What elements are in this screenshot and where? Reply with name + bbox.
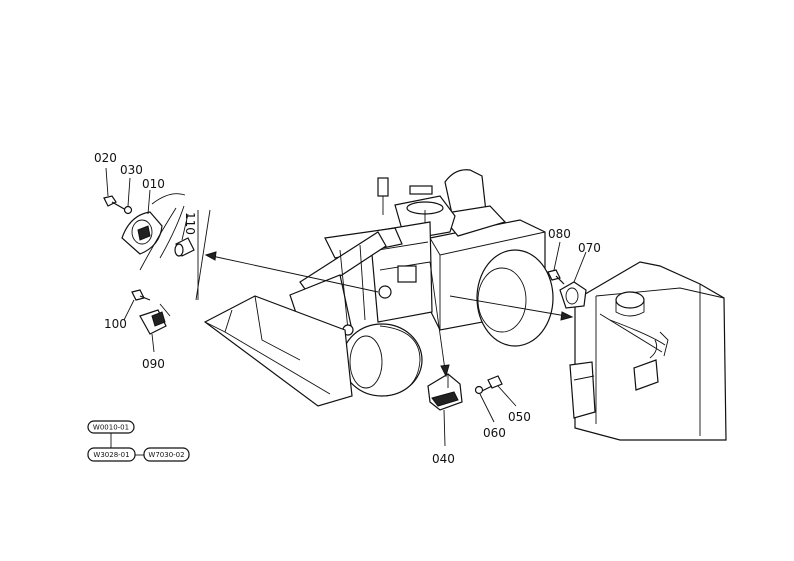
label-090: 090: [142, 357, 165, 371]
label-010: 010: [142, 177, 165, 191]
ref-w0010-01: W0010-01: [93, 424, 129, 432]
leader-lines: [105, 167, 587, 447]
label-070: 070: [578, 241, 601, 255]
sensor-assembly: [547, 269, 587, 309]
wheel-loader-illustration: [203, 169, 554, 407]
label-040: 040: [432, 452, 455, 466]
reference-boxes: W0010-01 W3028-01 W7030-02: [87, 420, 190, 462]
ref-w3028-01: W3028-01: [93, 451, 129, 459]
horn-assembly: [103, 193, 211, 301]
label-060: 060: [483, 426, 506, 440]
engine-body-illustration: [569, 261, 727, 441]
pointer-arrows: [204, 251, 574, 378]
label-110: 110: [183, 212, 197, 235]
ref-w7030-02: W7030-02: [148, 451, 184, 459]
part-labels: 020 030 010 110 100 090 040 060 050 080 …: [94, 151, 601, 466]
switch-assembly: [427, 373, 503, 411]
label-050: 050: [508, 410, 531, 424]
relay-assembly: [131, 289, 171, 335]
label-030: 030: [120, 163, 143, 177]
label-080: 080: [548, 227, 571, 241]
label-100: 100: [104, 317, 127, 331]
label-020: 020: [94, 151, 117, 165]
